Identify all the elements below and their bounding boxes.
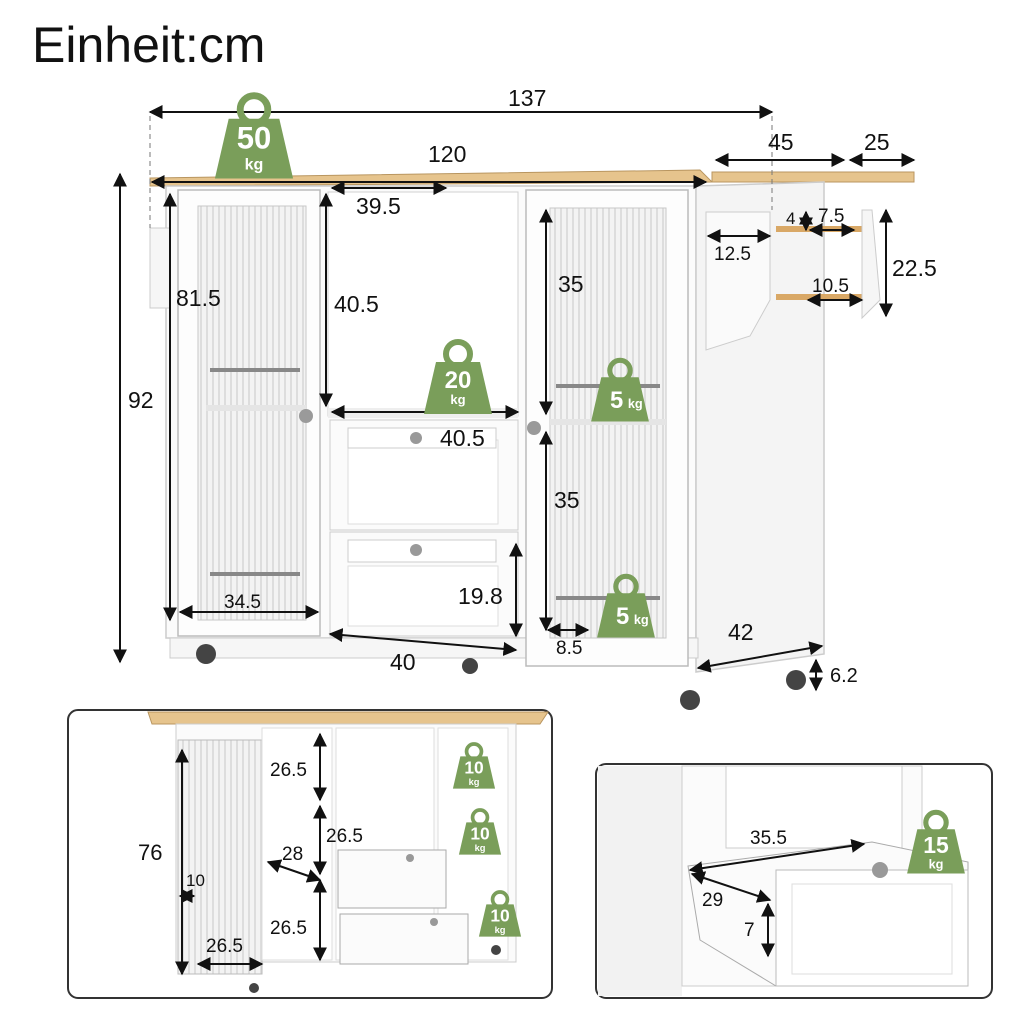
- weight-badge-shelf-upper: 5 kg: [591, 360, 649, 421]
- svg-text:10: 10: [490, 906, 509, 926]
- dim-inset-h1: 26.5: [270, 760, 307, 781]
- dim-drawer-width: 40.5: [440, 425, 485, 451]
- dim-inset-gap: 10: [186, 871, 205, 890]
- dim-right-lower: 35: [554, 487, 580, 513]
- dim-drawer-inset-height: 7: [744, 920, 755, 941]
- dim-rack-a: 4: [786, 209, 795, 228]
- svg-text:kg: kg: [495, 925, 506, 935]
- inset-back-view: [67, 709, 553, 999]
- weight-badge-drawer: 15 kg: [907, 812, 965, 873]
- unit-title: Einheit:cm: [32, 17, 265, 73]
- svg-text:15: 15: [923, 832, 949, 858]
- dim-right-small: 8.5: [556, 638, 582, 659]
- weight-badge-back3: 10 kg: [477, 890, 523, 939]
- weight-badge-shelf-lower: 5 kg: [597, 576, 655, 637]
- dim-right-upper: 35: [558, 271, 584, 297]
- weight-badge-middle: 20 kg: [424, 342, 492, 414]
- dim-top-width: 120: [428, 141, 466, 167]
- dim-rack-height: 22.5: [892, 255, 937, 281]
- svg-text:20: 20: [445, 367, 472, 394]
- svg-text:kg: kg: [634, 612, 649, 627]
- dim-ext-flap2: 25: [864, 129, 890, 155]
- dim-depth: 42: [728, 619, 754, 645]
- weight-badge-top: 50 kg: [215, 96, 293, 179]
- dim-left-width: 34.5: [224, 592, 261, 613]
- dim-door-height: 81.5: [176, 285, 221, 311]
- svg-text:kg: kg: [929, 856, 944, 871]
- dim-open-shelf-width: 39.5: [356, 193, 401, 219]
- dim-rack-b: 7.5: [818, 206, 844, 227]
- svg-text:kg: kg: [245, 155, 264, 173]
- dim-drawer-inset-width: 35.5: [750, 828, 787, 849]
- svg-text:5: 5: [610, 387, 623, 414]
- dim-inset-h2: 26.5: [326, 826, 363, 847]
- dim-caster: 6.2: [830, 665, 858, 687]
- dim-inset-bottom-w: 26.5: [206, 936, 243, 957]
- svg-text:50: 50: [237, 121, 272, 156]
- dim-ext-flap: 45: [768, 129, 794, 155]
- weight-badge-back2: 10 kg: [457, 808, 503, 857]
- dim-total-width: 137: [508, 85, 546, 111]
- svg-text:10: 10: [470, 824, 489, 844]
- dim-inset-depth: 28: [282, 844, 303, 865]
- dim-drawer-height: 19.8: [458, 583, 503, 609]
- dim-inset-h3: 26.5: [270, 918, 307, 939]
- weight-badge-back1: 10 kg: [451, 742, 497, 791]
- svg-text:kg: kg: [469, 777, 480, 787]
- svg-text:kg: kg: [628, 396, 643, 411]
- inset-drawer-view: [595, 763, 993, 999]
- svg-text:kg: kg: [475, 843, 486, 853]
- dim-rack-c: 10.5: [812, 276, 849, 297]
- dim-drawer-inset-depth: 29: [702, 890, 723, 911]
- dim-total-height: 92: [128, 387, 154, 413]
- main-cabinet: [149, 169, 915, 710]
- svg-text:kg: kg: [450, 392, 465, 407]
- svg-text:5: 5: [616, 603, 629, 630]
- dim-open-shelf-height: 40.5: [334, 291, 379, 317]
- dim-bottom-width: 40: [390, 649, 416, 675]
- dim-inset-door-h: 76: [138, 840, 162, 865]
- svg-text:10: 10: [464, 758, 483, 778]
- dim-rack-width: 12.5: [714, 244, 751, 265]
